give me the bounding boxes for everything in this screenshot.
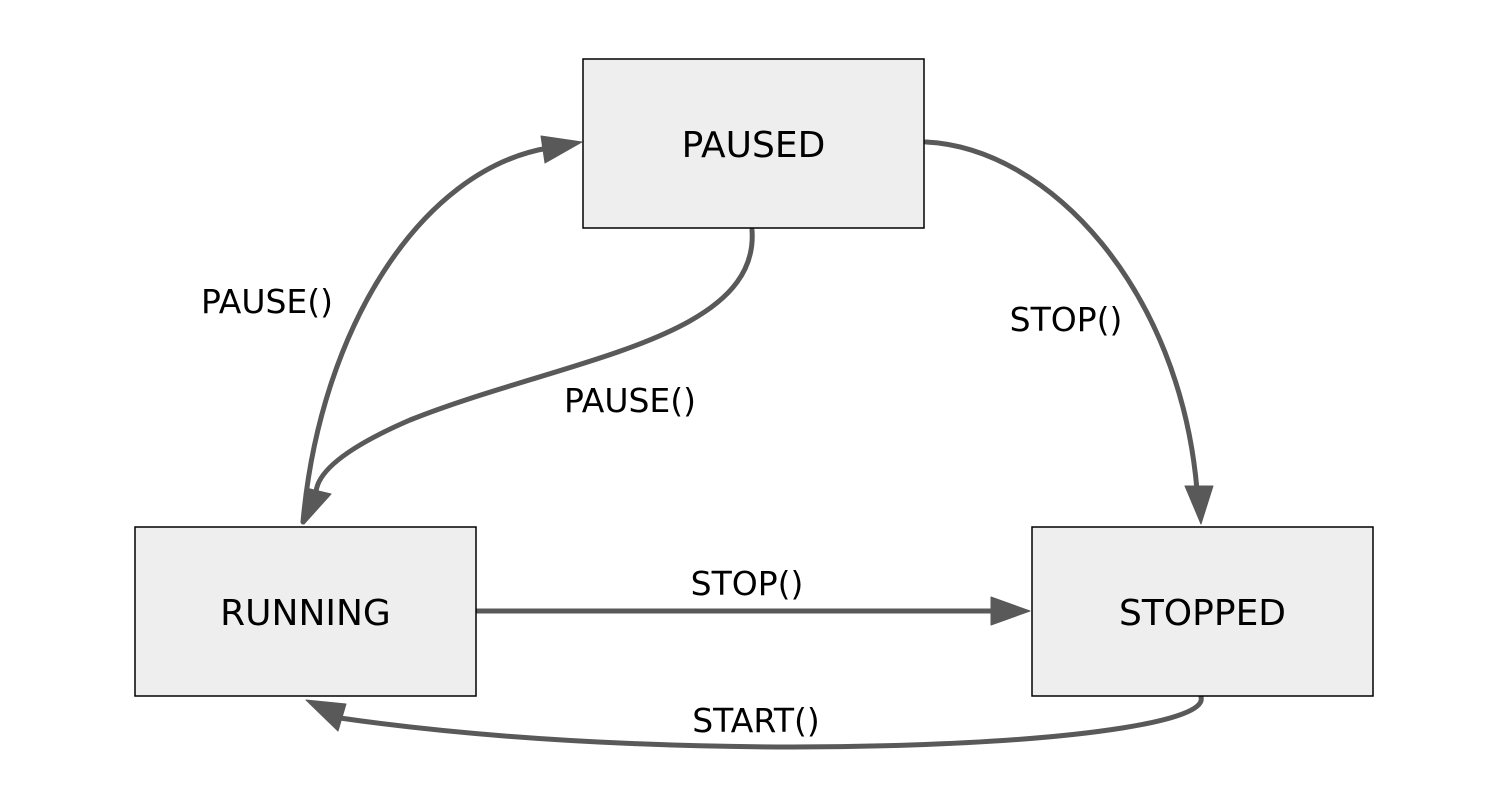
- transition-edges: [300, 135, 1214, 750]
- edge-stopped-to-running: [337, 694, 1204, 750]
- state-paused-box: [582, 58, 925, 229]
- label-running-to-stopped: STOP(): [691, 564, 804, 603]
- label-running-to-paused: PAUSE(): [201, 282, 333, 321]
- state-paused: PAUSED: [582, 58, 925, 229]
- label-stopped-to-running: START(): [692, 701, 820, 740]
- state-running: RUNNING: [134, 526, 477, 697]
- edge-paused-to-running: [313, 227, 755, 495]
- arrowhead-to-stopped-side: [990, 596, 1031, 626]
- arrowhead-to-running-top: [303, 487, 332, 525]
- state-running-box: [134, 526, 477, 697]
- state-running-label: RUNNING: [220, 593, 391, 634]
- state-stopped: STOPPED: [1031, 526, 1374, 697]
- label-paused-to-stopped: STOP(): [1010, 300, 1123, 339]
- state-stopped-label: STOPPED: [1119, 593, 1286, 634]
- label-paused-to-running: PAUSE(): [564, 381, 696, 420]
- arrowhead-to-paused: [540, 135, 583, 164]
- edge-running-to-paused: [300, 145, 551, 525]
- arrowhead-to-running-bottom: [305, 699, 347, 732]
- edge-paused-to-stopped: [923, 139, 1200, 493]
- state-paused-label: PAUSED: [682, 125, 826, 166]
- transition-labels: PAUSE() PAUSE() STOP() STOP() START(): [201, 282, 1122, 740]
- state-stopped-box: [1031, 526, 1374, 697]
- arrowhead-to-stopped-top: [1184, 485, 1214, 525]
